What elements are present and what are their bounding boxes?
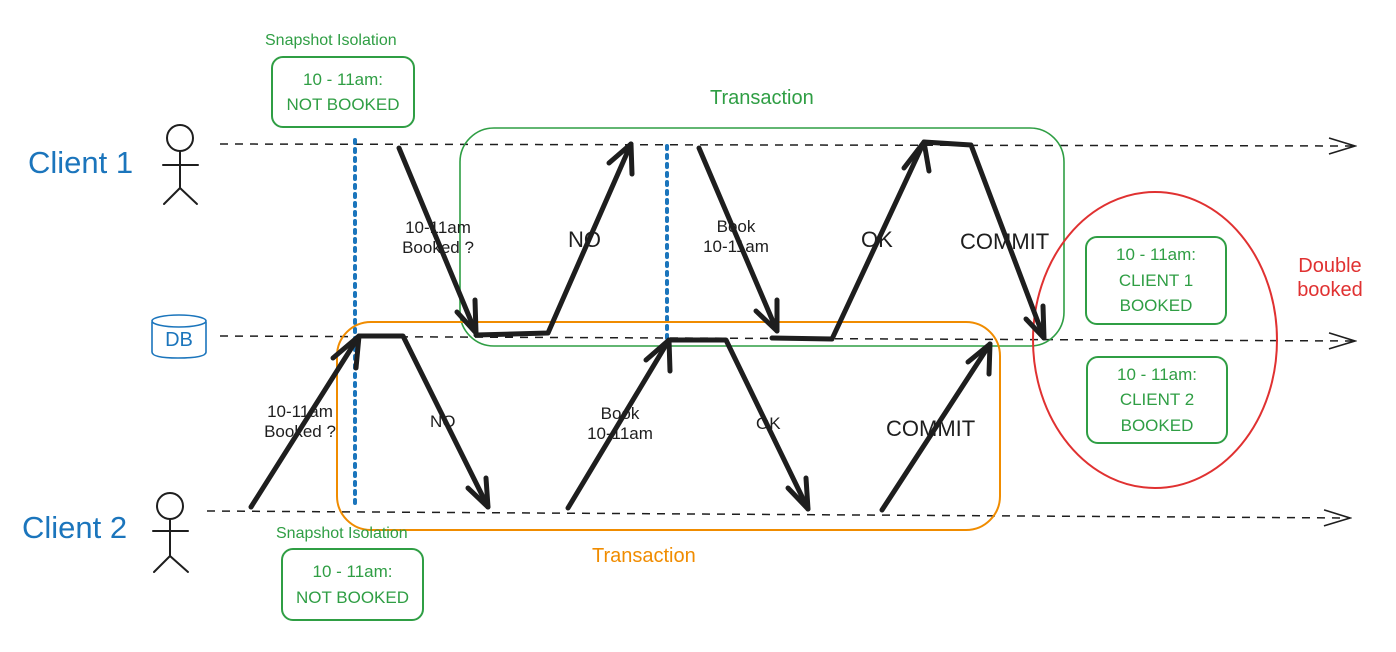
- lifeline-client2: [206, 511, 1350, 518]
- snapshot-box-bottom-line1: 10 - 11am:: [312, 562, 393, 581]
- client2-query-message: 10-11am Booked ?: [255, 402, 345, 443]
- client1-book-message: Book 10-11am: [686, 217, 786, 258]
- client2-booked-box: 10 - 11am: CLIENT 2 BOOKED: [1086, 356, 1228, 444]
- database-icon: [151, 314, 207, 359]
- client1-no-message: NO: [568, 227, 601, 252]
- lifeline-client1: [219, 144, 1355, 146]
- client2-book-line1: Book: [600, 404, 640, 423]
- double-booked-ellipse: [1032, 191, 1278, 489]
- client1-book-line1: Book: [716, 217, 756, 236]
- client1-booked-line3: BOOKED: [1119, 296, 1193, 316]
- client1-booked-line1: 10 - 11am:: [1115, 245, 1196, 265]
- stickman-client2-icon: [152, 492, 189, 573]
- client2-booked-line3: BOOKED: [1120, 415, 1194, 435]
- double-booked-line2: booked: [1297, 279, 1363, 301]
- client1-label: Client 1: [28, 145, 134, 180]
- snapshot-box-bottom: 10 - 11am: NOT BOOKED: [281, 548, 424, 621]
- client2-booked-line1: 10 - 11am:: [1116, 364, 1197, 384]
- client1-booked-box: 10 - 11am: CLIENT 1 BOOKED: [1085, 236, 1227, 325]
- client2-query-line2: Booked ?: [264, 422, 336, 442]
- client2-booked-line2: CLIENT 2: [1119, 390, 1195, 410]
- snapshot-box-top-line1: 10 - 11am:: [302, 69, 383, 89]
- snapshot-title-top: Snapshot Isolation: [265, 32, 397, 49]
- double-booked-line1: Double: [1298, 255, 1362, 277]
- transaction-frame-client1: [459, 127, 1065, 347]
- client1-query-line1: 10-11am: [405, 218, 471, 237]
- snapshot-title-bottom: Snapshot Isolation: [276, 525, 408, 542]
- client1-query-message: 10-11am Booked ?: [388, 218, 488, 259]
- double-booked-label: Double booked: [1288, 254, 1372, 302]
- snapshot-box-top-line2: NOT BOOKED: [286, 95, 400, 114]
- client2-query-line1: 10-11am: [267, 402, 333, 421]
- client2-commit-message: COMMIT: [886, 416, 976, 441]
- transaction-frame-client2: [336, 321, 1001, 531]
- client2-interaction-path: [248, 333, 993, 513]
- client1-ok-message: OK: [861, 227, 893, 252]
- transaction-label-client1: Transaction: [710, 87, 814, 109]
- client2-book-line2: 10-11am: [587, 424, 653, 444]
- snapshot-box-top: 10 - 11am: NOT BOOKED: [271, 56, 415, 128]
- client1-interaction-path: [396, 139, 1047, 342]
- db-label: DB: [165, 329, 193, 351]
- client2-book-message: Book 10-11am: [570, 404, 670, 445]
- stickman-client1-icon: [162, 124, 199, 205]
- snapshot-box-bottom-line2: NOT BOOKED: [295, 587, 410, 607]
- client1-booked-line2: CLIENT 1: [1118, 270, 1194, 290]
- client1-commit-message: COMMIT: [960, 229, 1050, 254]
- client2-label: Client 2: [22, 510, 128, 545]
- lifeline-db: [219, 336, 1355, 341]
- client2-ok-message: OK: [756, 414, 781, 433]
- transaction-label-client2: Transaction: [592, 545, 696, 567]
- client1-query-line2: Booked ?: [402, 238, 474, 258]
- client2-no-message: NO: [430, 412, 456, 431]
- client1-book-line2: 10-11am: [703, 237, 769, 257]
